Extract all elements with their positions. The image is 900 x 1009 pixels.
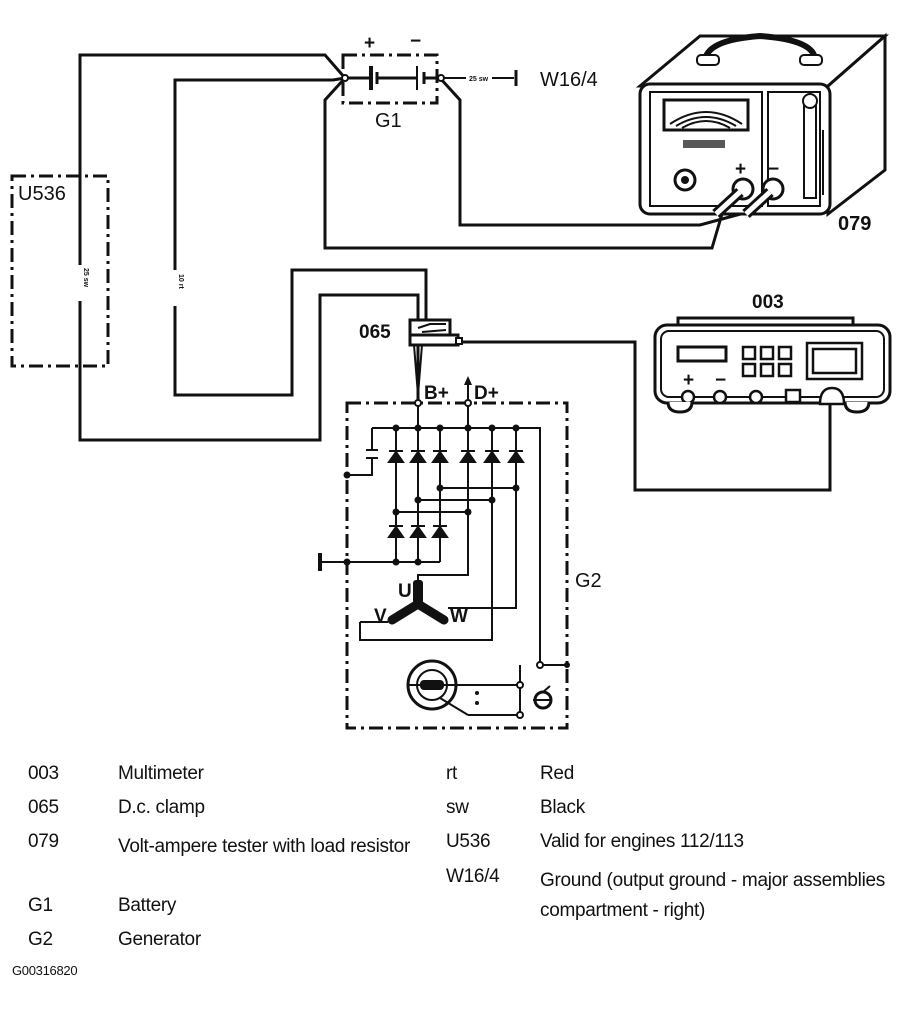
legend-text: Black bbox=[540, 797, 585, 818]
multimeter-003: + − 003 bbox=[653, 292, 892, 414]
battery-plus-label: + bbox=[364, 33, 375, 54]
b-plus-label: B+ bbox=[424, 383, 449, 404]
dc-clamp-065: 065 bbox=[359, 318, 463, 396]
generator-g2: B+ D+ bbox=[318, 376, 602, 730]
legend-code: 065 bbox=[28, 797, 59, 818]
ground-wire-label: 25 sw bbox=[469, 76, 489, 83]
stator-windings: U V W bbox=[374, 580, 468, 627]
battery-g1: 25 sw + − G1 W16/4 bbox=[341, 31, 598, 132]
legend-code: rt bbox=[446, 763, 458, 784]
rotor bbox=[406, 659, 479, 716]
legend-text: Ground (output ground - major assemblies… bbox=[540, 870, 885, 921]
clamp-label: 065 bbox=[359, 322, 391, 343]
multimeter-plus-label: + bbox=[683, 370, 694, 391]
volt-ampere-tester-079: + − 079 bbox=[635, 32, 889, 235]
legend-code: sw bbox=[446, 797, 469, 818]
multimeter-minus-label: − bbox=[715, 370, 726, 391]
legend-code: 079 bbox=[28, 831, 59, 852]
generator-label: G2 bbox=[575, 570, 602, 592]
phase-u-label: U bbox=[398, 581, 412, 602]
ground-w16-4-label: W16/4 bbox=[540, 69, 598, 91]
battery-label: G1 bbox=[375, 110, 402, 132]
u536-label: U536 bbox=[18, 183, 66, 205]
tester-label: 079 bbox=[838, 213, 871, 235]
regulator bbox=[516, 661, 570, 719]
outer-black-wire bbox=[78, 53, 420, 442]
tester-plus-label: + bbox=[735, 159, 746, 180]
u536-box bbox=[10, 174, 110, 368]
tester-minus-lead bbox=[438, 76, 749, 227]
phase-v-label: V bbox=[374, 606, 387, 627]
legend-code: 003 bbox=[28, 763, 59, 784]
legend-text: Volt-ampere tester with load resistor bbox=[118, 836, 410, 857]
legend-text: Valid for engines 112/113 bbox=[540, 831, 744, 852]
legend-text: Generator bbox=[118, 929, 201, 950]
wiring-diagram: U536 25 sw 10 rt 25 sw + − G1 W16/4 bbox=[10, 31, 892, 730]
legend-text: Red bbox=[540, 763, 574, 784]
phase-w-label: W bbox=[450, 606, 468, 627]
legend-text: Battery bbox=[118, 895, 177, 916]
legend-text: D.c. clamp bbox=[118, 797, 205, 818]
legend-text: Multimeter bbox=[118, 763, 204, 784]
battery-minus-label: − bbox=[410, 31, 421, 52]
legend-code: G1 bbox=[28, 895, 53, 916]
legend-code: W16/4 bbox=[446, 866, 500, 887]
multimeter-label: 003 bbox=[752, 292, 784, 313]
tester-minus-label: − bbox=[768, 159, 779, 180]
d-plus-label: D+ bbox=[474, 383, 499, 404]
inner-red-wire bbox=[173, 76, 428, 397]
tester-plus-lead bbox=[323, 76, 724, 250]
clamp-to-multimeter-wire bbox=[462, 340, 832, 492]
legend-code: G2 bbox=[28, 929, 53, 950]
figure-id: G00316820 bbox=[12, 963, 78, 978]
red-wire-label: 10 rt bbox=[177, 274, 184, 289]
legend-code: U536 bbox=[446, 831, 491, 852]
u536-wire-label: 25 sw bbox=[82, 268, 89, 288]
